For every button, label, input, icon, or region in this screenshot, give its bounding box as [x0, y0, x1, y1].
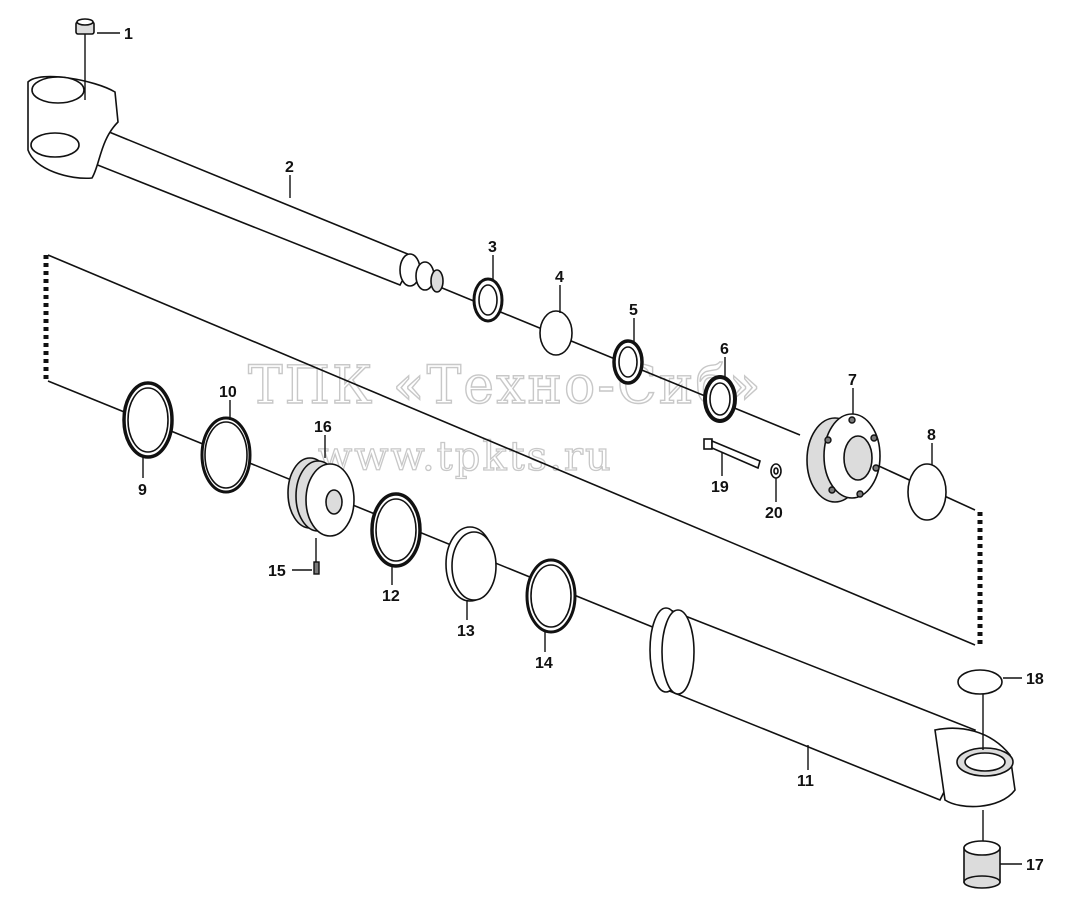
cylinder-head	[806, 413, 881, 503]
cylinder-tube-11	[649, 607, 1016, 808]
set-pin-15	[313, 538, 320, 575]
seal-ring-12	[370, 492, 422, 568]
callout-18: 18	[1026, 671, 1044, 688]
callout-7: 7	[848, 372, 857, 389]
callout-10: 10	[219, 384, 237, 401]
callout-16: 16	[314, 419, 332, 436]
callout-19: 19	[711, 479, 729, 496]
piston-ring-10	[200, 416, 252, 494]
guide-disc-4	[539, 310, 573, 356]
callout-6: 6	[720, 341, 729, 358]
callout-13: 13	[457, 623, 475, 640]
callout-17: 17	[1026, 857, 1044, 874]
bolt-19	[703, 438, 761, 470]
washer-20	[770, 463, 782, 479]
piston-ring-9	[122, 381, 174, 459]
callout-2: 2	[285, 159, 294, 176]
piston-16	[287, 457, 355, 537]
piston-rod	[27, 75, 444, 293]
callout-14: 14	[535, 655, 553, 672]
assembly-guide-line	[47, 254, 976, 646]
callout-9: 9	[138, 482, 147, 499]
callout-11: 11	[797, 773, 814, 790]
seal-ring-6	[703, 375, 737, 423]
callout-4: 4	[555, 269, 564, 286]
seal-ring-14	[525, 558, 577, 634]
callout-15: 15	[268, 563, 286, 580]
callout-12: 12	[382, 588, 400, 605]
seal-ring-5	[612, 339, 644, 385]
callout-leaders	[97, 32, 1022, 865]
callout-3: 3	[488, 239, 497, 256]
callout-8: 8	[927, 427, 936, 444]
wear-band-13	[445, 526, 497, 602]
watermark-company: ТПК «Техно-Сиб»	[248, 356, 763, 416]
callout-20: 20	[765, 505, 783, 522]
watermark-url: www.tpkts.ru	[318, 434, 613, 480]
grease-nipple	[75, 18, 95, 100]
cap-disc-18	[957, 669, 1003, 750]
callout-1: 1	[124, 26, 133, 43]
callout-5: 5	[629, 302, 638, 319]
end-disc-8	[907, 463, 947, 521]
bushing-17	[963, 810, 1001, 889]
seal-ring-3	[472, 277, 504, 323]
